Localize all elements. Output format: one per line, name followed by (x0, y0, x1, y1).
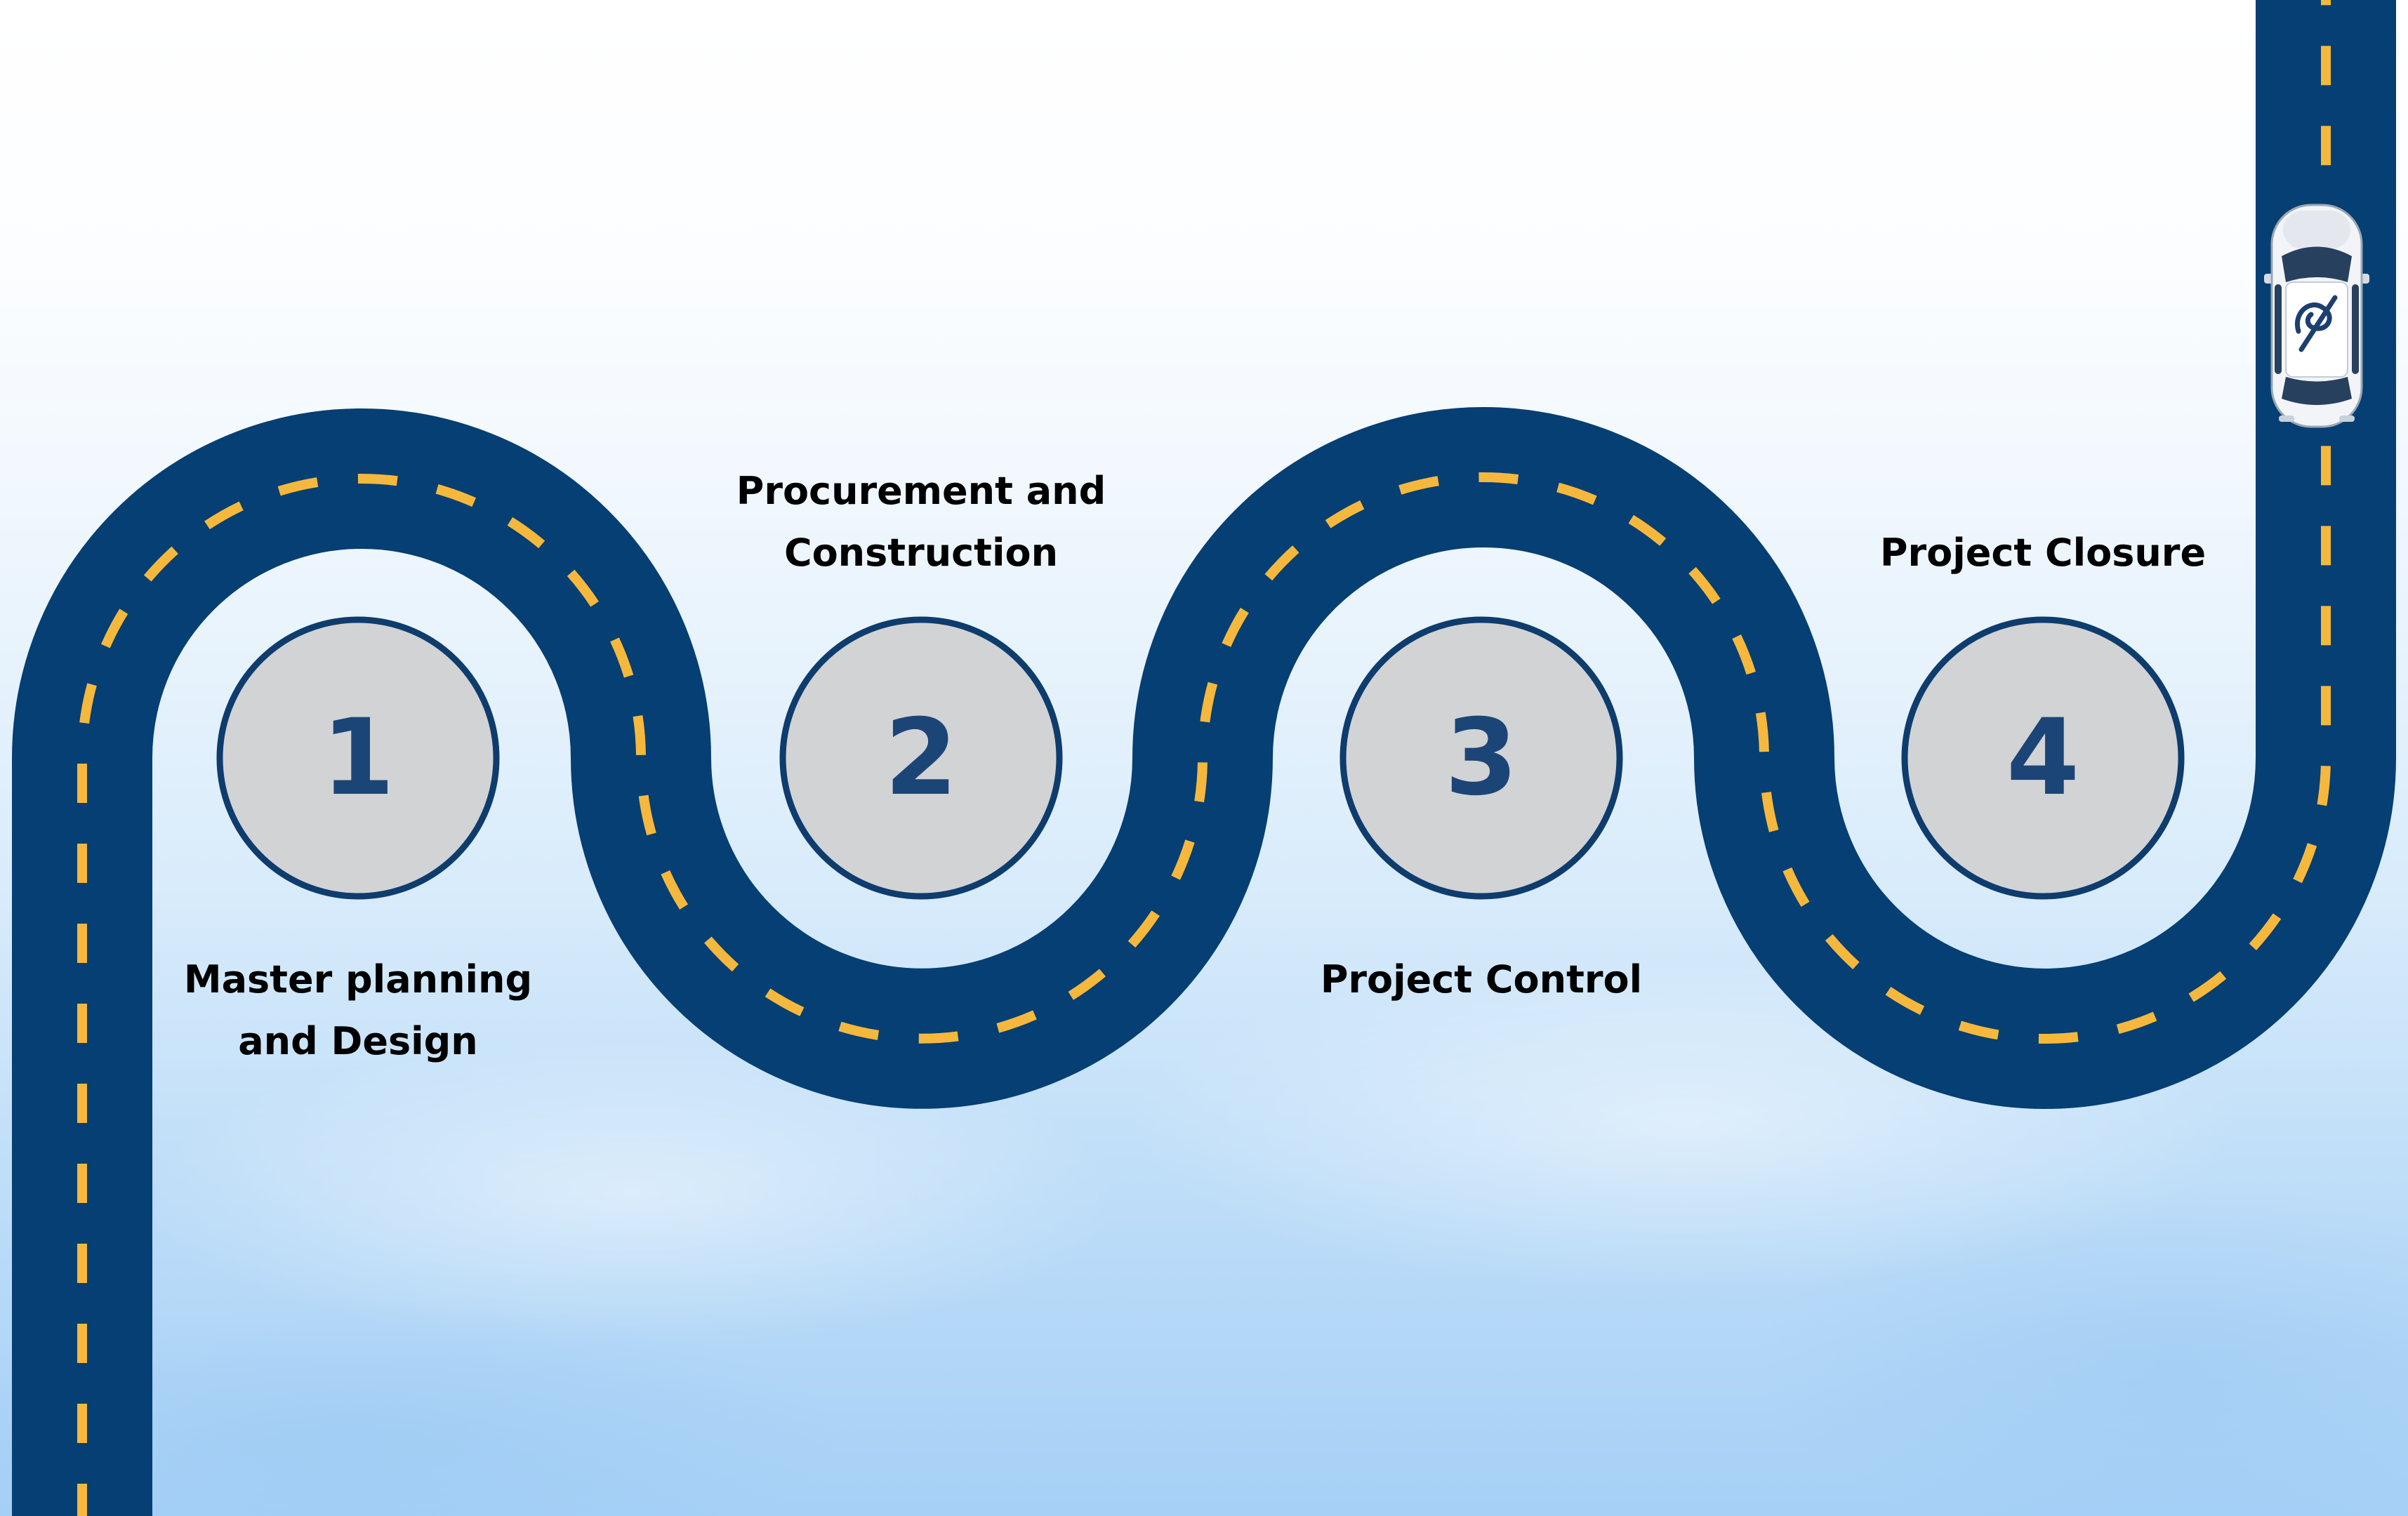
step-circle-4 (1901, 616, 2185, 900)
step-label-1: Master planning and Design (183, 957, 533, 1063)
step-node-1: 1 (216, 616, 500, 900)
step-node-3: 3 (1339, 616, 1623, 900)
step-circle-1 (216, 616, 500, 900)
brand-logo-icon (2294, 295, 2338, 352)
step-node-4: 4 (1901, 616, 2185, 900)
step-node-2: 2 (779, 616, 1063, 900)
car-windshield (2282, 246, 2352, 282)
car-tail-light-left (2279, 415, 2294, 422)
car-tail-light-right (2339, 415, 2355, 422)
step-number-2: 2 (885, 697, 958, 819)
step-circle-3 (1339, 616, 1623, 900)
road-lane-markings (77, 0, 2331, 1516)
step-circle-2 (779, 616, 1063, 900)
car-rear-window (2282, 377, 2352, 405)
car-icon (2264, 204, 2369, 428)
car-bonnet-shade (2283, 211, 2350, 249)
step-number-4: 4 (2006, 697, 2079, 819)
step-label-4: Project Closure (1879, 531, 2207, 575)
step-label-3: Project Control (1320, 957, 1643, 1002)
car-side-window-right (2352, 284, 2359, 374)
step-label-2: Procurement and Construction (736, 469, 1106, 575)
car-side-window-left (2275, 284, 2282, 374)
step-number-1: 1 (322, 697, 395, 819)
step-number-3: 3 (1445, 697, 1518, 819)
